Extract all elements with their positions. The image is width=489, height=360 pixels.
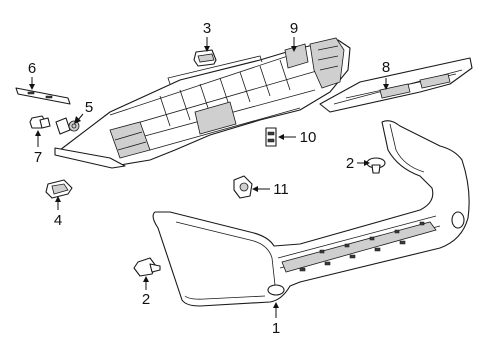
reinforcement-strip xyxy=(15,87,71,105)
callout-2-lower: 2 xyxy=(142,291,150,308)
nut-retainer xyxy=(55,117,80,135)
callout-10: 10 xyxy=(300,129,317,146)
impact-bar-assembly xyxy=(54,37,351,169)
push-retainer-lower xyxy=(133,257,161,277)
bumper-cover xyxy=(152,120,470,307)
callout-3: 3 xyxy=(203,20,211,37)
callout-7: 7 xyxy=(34,149,42,166)
callout-8: 8 xyxy=(382,59,390,76)
sensor-bracket xyxy=(265,127,277,147)
callout-4: 4 xyxy=(54,212,62,229)
callout-11: 11 xyxy=(273,181,289,198)
callout-6: 6 xyxy=(28,60,36,77)
callout-1: 1 xyxy=(272,320,280,337)
push-retainer-upper xyxy=(366,157,386,174)
bracket-clip xyxy=(45,179,73,199)
callout-2-upper: 2 xyxy=(346,155,354,172)
retainer-clip xyxy=(193,49,217,67)
callout-5: 5 xyxy=(85,99,93,116)
parking-sensor xyxy=(233,175,253,199)
callout-9: 9 xyxy=(290,20,298,37)
leader-lines xyxy=(29,37,389,318)
step-pad xyxy=(319,57,473,113)
mounting-bolt xyxy=(29,115,51,129)
